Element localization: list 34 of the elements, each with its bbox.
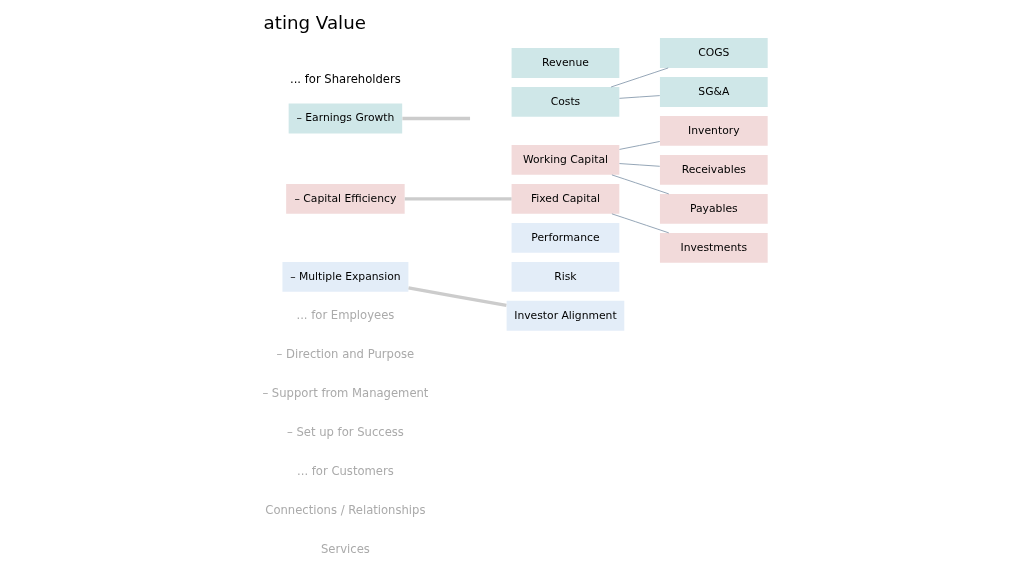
node-box: COGS <box>659 38 768 68</box>
label: ... for Customers <box>297 463 394 478</box>
node-box: Fixed Capital <box>511 184 620 214</box>
connector <box>408 286 507 307</box>
node-box: Receivables <box>659 155 768 185</box>
connector <box>404 197 512 201</box>
node-box: Performance <box>511 222 620 253</box>
connector <box>619 163 661 167</box>
label: Connections / Relationships <box>265 502 426 517</box>
node-box: Revenue <box>511 48 620 78</box>
label: ... for Employees <box>296 307 395 322</box>
label: ... for Shareholders <box>290 71 401 86</box>
connector <box>610 67 669 88</box>
node-box: Inventory <box>659 116 768 146</box>
connector <box>619 141 661 150</box>
node-box: Costs <box>511 87 620 117</box>
diagram-title: ating Value <box>263 12 366 34</box>
label: – Support from Management <box>262 385 429 400</box>
node-box: Investments <box>659 232 768 263</box>
connector <box>619 95 661 99</box>
node-box: – Multiple Expansion <box>282 261 409 292</box>
connector <box>402 116 471 121</box>
node-box: SG&A <box>659 77 768 107</box>
node-box: Working Capital <box>511 145 620 175</box>
node-box: Risk <box>511 261 620 292</box>
node-box: Investor Alignment <box>506 300 625 331</box>
label: Services <box>320 541 370 556</box>
label: – Direction and Purpose <box>276 346 415 361</box>
label: – Set up for Success <box>286 424 404 439</box>
node-box: – Capital Efficiency <box>286 184 405 214</box>
node-box: – Earnings Growth <box>288 103 403 134</box>
node-box: Payables <box>659 193 768 224</box>
connector <box>611 213 670 234</box>
connector <box>611 174 670 195</box>
